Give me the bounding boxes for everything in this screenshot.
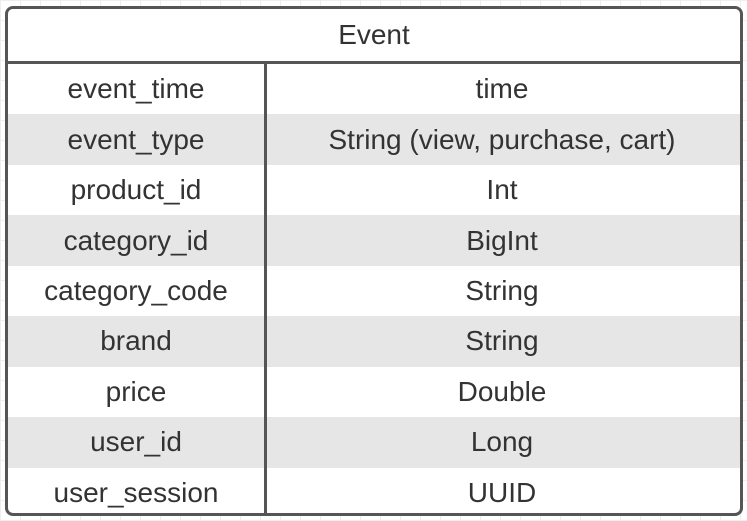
- entity-title: Event: [8, 9, 740, 64]
- field-type: Long: [470, 426, 534, 458]
- field-type: Double: [457, 375, 547, 407]
- field-row[interactable]: event_type String (view, purchase, cart): [8, 114, 740, 165]
- field-row[interactable]: user_id Long: [8, 417, 740, 468]
- field-name: category_code: [44, 274, 228, 306]
- field-row[interactable]: category_id BigInt: [8, 215, 740, 266]
- field-name: event_time: [67, 73, 205, 105]
- field-type: UUID: [467, 476, 537, 508]
- field-type: String: [465, 325, 539, 357]
- field-type: Int: [486, 174, 518, 206]
- field-row[interactable]: user_session UUID: [8, 468, 740, 514]
- field-type: String: [465, 274, 539, 306]
- field-name: category_id: [63, 224, 209, 256]
- field-name: brand: [100, 325, 172, 357]
- field-type: time: [475, 73, 529, 105]
- field-row[interactable]: product_id Int: [8, 165, 740, 215]
- field-type: String (view, purchase, cart): [328, 123, 676, 155]
- field-name: price: [105, 375, 167, 407]
- field-name: event_type: [67, 123, 205, 155]
- field-name: user_id: [90, 426, 182, 458]
- field-row[interactable]: brand String: [8, 316, 740, 367]
- field-name: product_id: [70, 174, 202, 206]
- column-divider: [264, 64, 267, 513]
- field-row[interactable]: event_time time: [8, 64, 740, 114]
- field-row[interactable]: price Double: [8, 367, 740, 417]
- entity-fields: event_time time event_type String (view,…: [8, 64, 740, 514]
- field-type: BigInt: [466, 224, 538, 256]
- field-name: user_session: [53, 476, 219, 508]
- entity-table-event[interactable]: Event event_time time event_type String …: [5, 6, 743, 516]
- field-row[interactable]: category_code String: [8, 266, 740, 316]
